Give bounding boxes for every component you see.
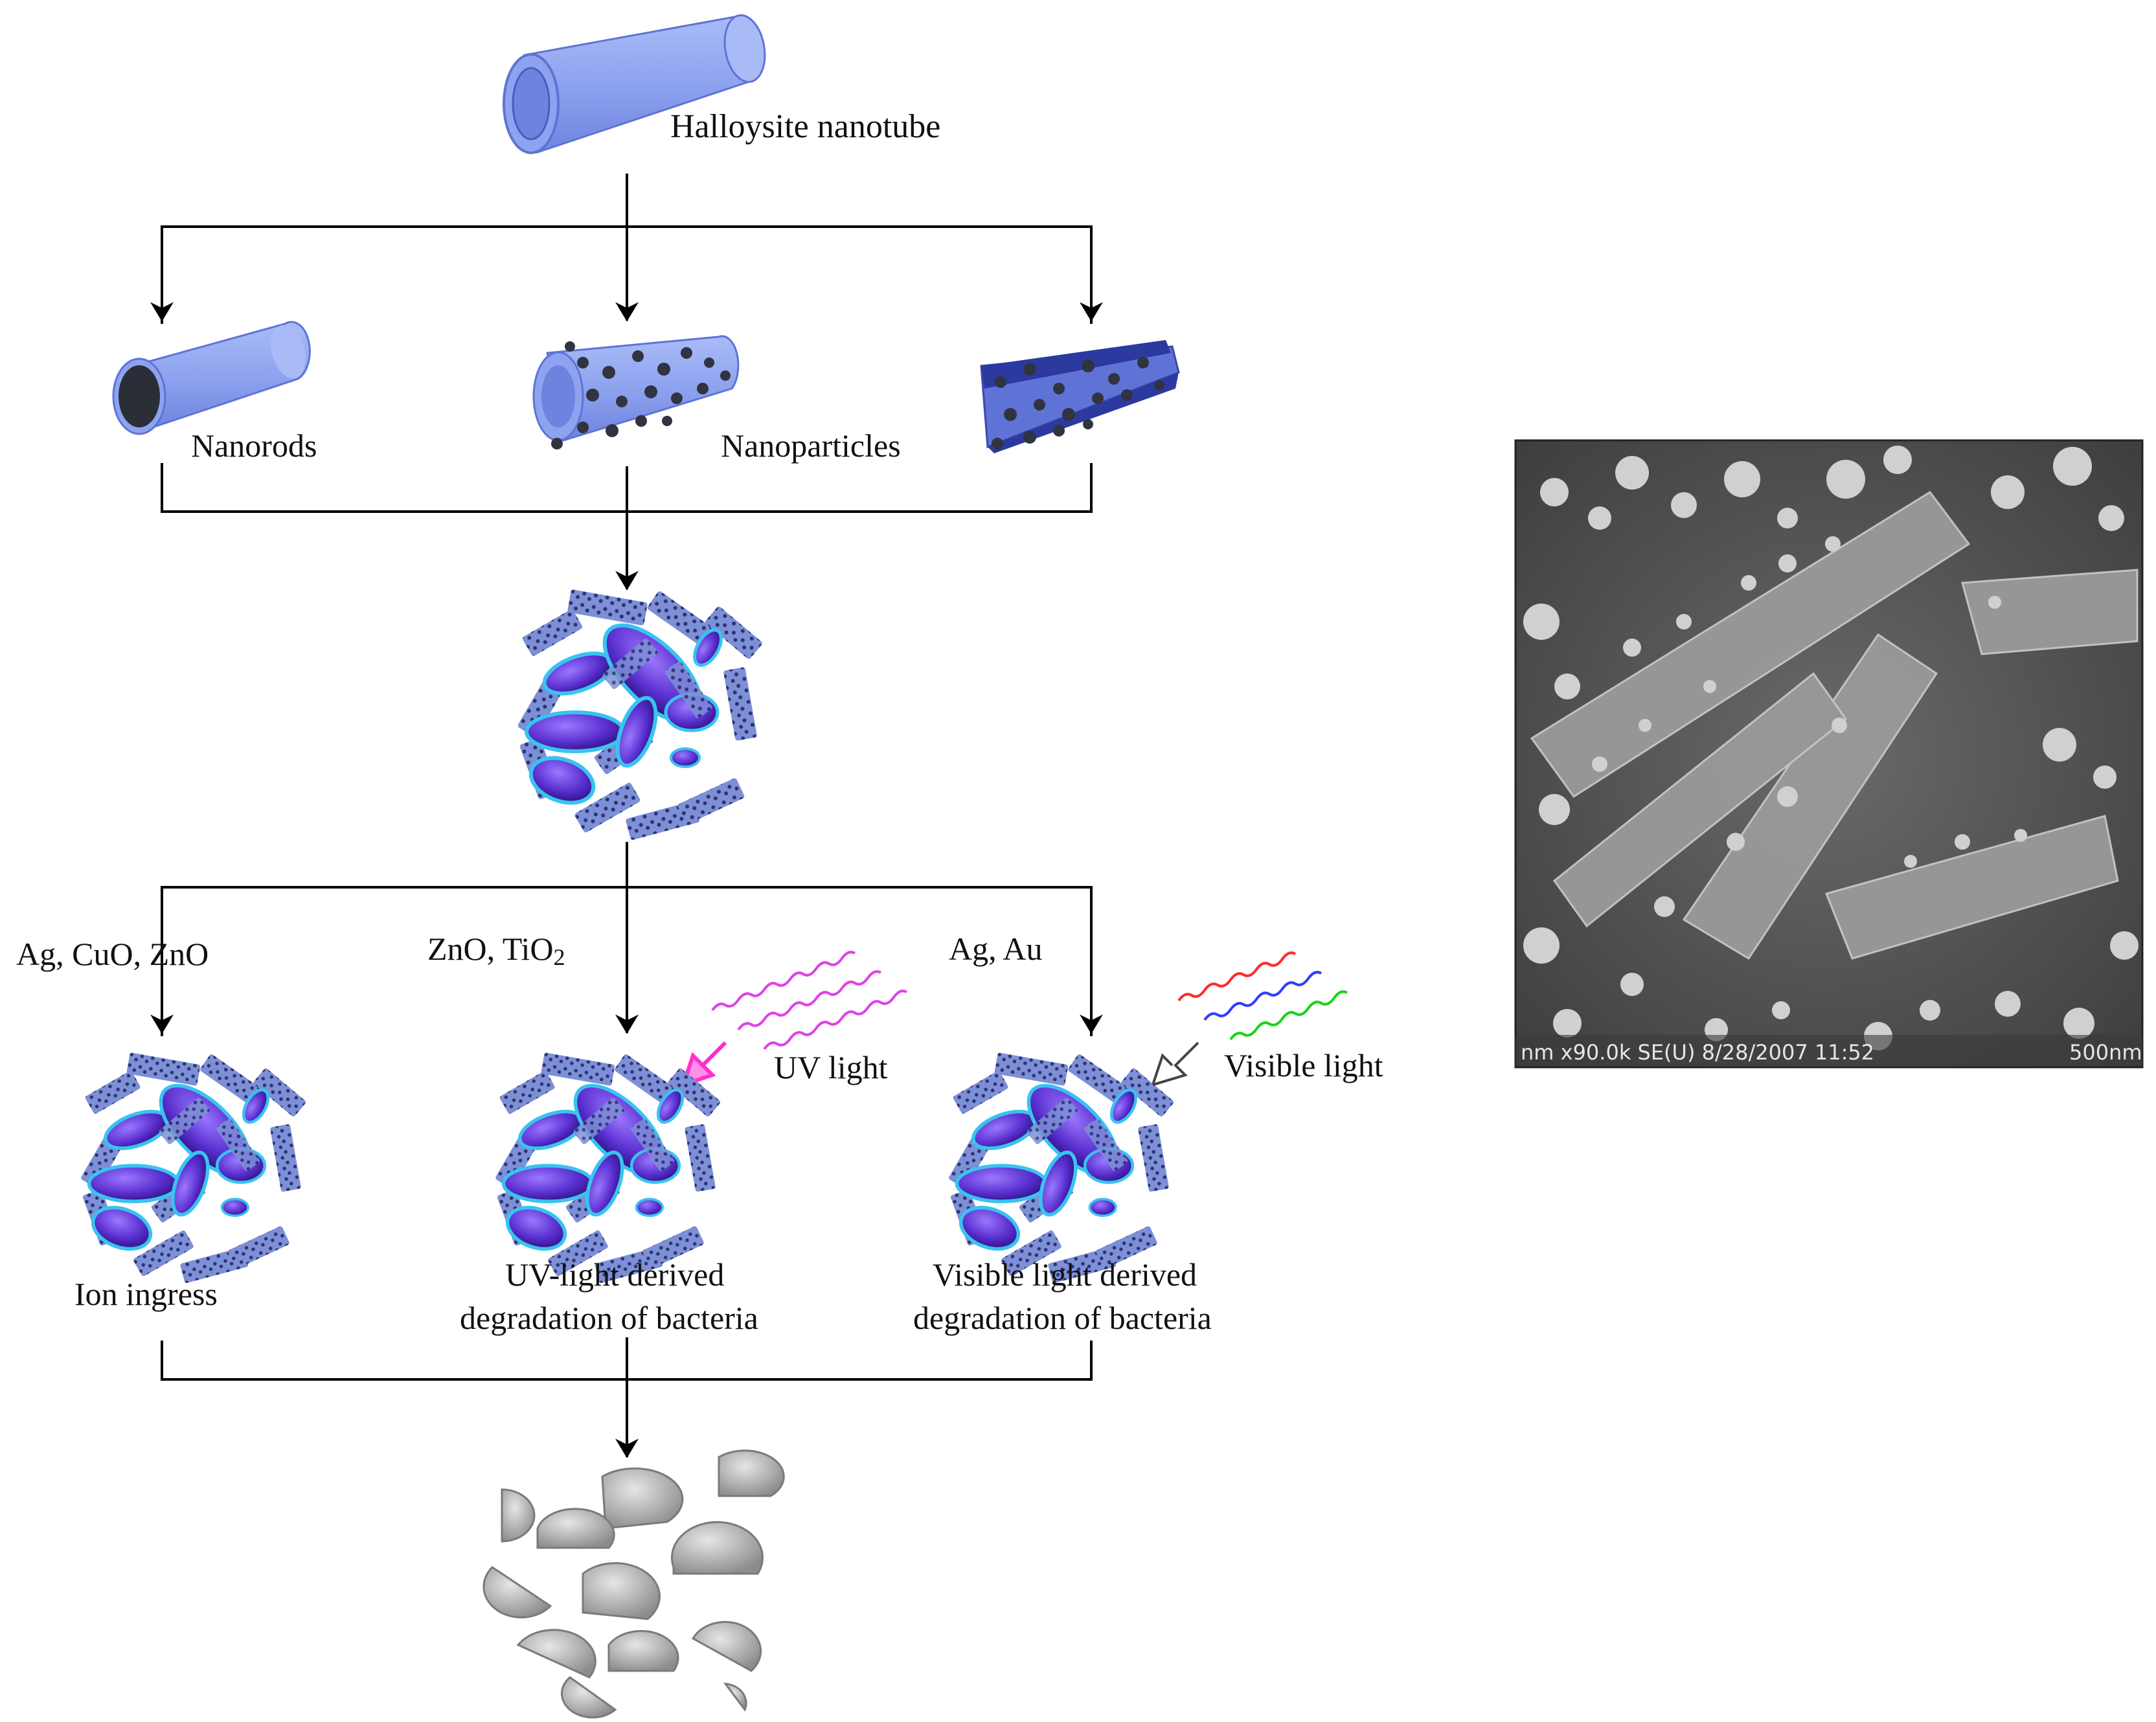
bottom-merge-connector bbox=[161, 1337, 1093, 1458]
uv-derived-label-line1: UV-light derived bbox=[505, 1256, 724, 1293]
halloysite-tube-icon bbox=[503, 14, 766, 154]
nanorods-label: Nanorods bbox=[191, 427, 317, 464]
halloysite-label: Halloysite nanotube bbox=[670, 108, 940, 145]
open-tube-icon bbox=[980, 340, 1180, 453]
nanoparticles-label: Nanoparticles bbox=[721, 427, 901, 464]
visible-derived-label-line1: Visible light derived bbox=[933, 1256, 1197, 1293]
sem-info-bar: nm x90.0k SE(U) 8/28/2007 11:52 bbox=[1521, 1040, 1874, 1065]
sem-micrograph: nm x90.0k SE(U) 8/28/2007 11:52 500nm bbox=[1514, 439, 2144, 1069]
bacteria-cluster-icon bbox=[517, 589, 763, 841]
nanorod-icon bbox=[112, 321, 311, 435]
bacteria-cluster-icon bbox=[80, 1052, 307, 1284]
middle-merge-connector bbox=[161, 463, 1093, 591]
ion-ingress-label: Ion ingress bbox=[74, 1276, 218, 1312]
visible-derived-label-line2: degradation of bacteria bbox=[913, 1300, 1212, 1336]
uv-light-waves-icon bbox=[680, 951, 908, 1088]
top-branch-connector bbox=[150, 174, 1103, 324]
sem-scale-label: 500nm bbox=[2069, 1040, 2142, 1065]
uv-derived-label-line2: degradation of bacteria bbox=[460, 1300, 758, 1336]
bacteria-cluster-icon bbox=[495, 1052, 721, 1284]
nanoparticle-tube-icon bbox=[532, 335, 740, 449]
visible-light-label: Visible light bbox=[1224, 1047, 1383, 1083]
lower-branch-connector bbox=[150, 842, 1103, 1036]
uv-light-label: UV light bbox=[774, 1049, 888, 1085]
zno-tio2-label: ZnO, TiO2 bbox=[427, 931, 565, 970]
bacteria-fragments-icon bbox=[482, 1449, 785, 1719]
ag-au-label: Ag, Au bbox=[949, 931, 1042, 967]
ag-cuo-zno-label: Ag, CuO, ZnO bbox=[16, 936, 209, 972]
bacteria-cluster-icon bbox=[948, 1052, 1175, 1284]
visible-light-waves-icon bbox=[1150, 951, 1348, 1087]
